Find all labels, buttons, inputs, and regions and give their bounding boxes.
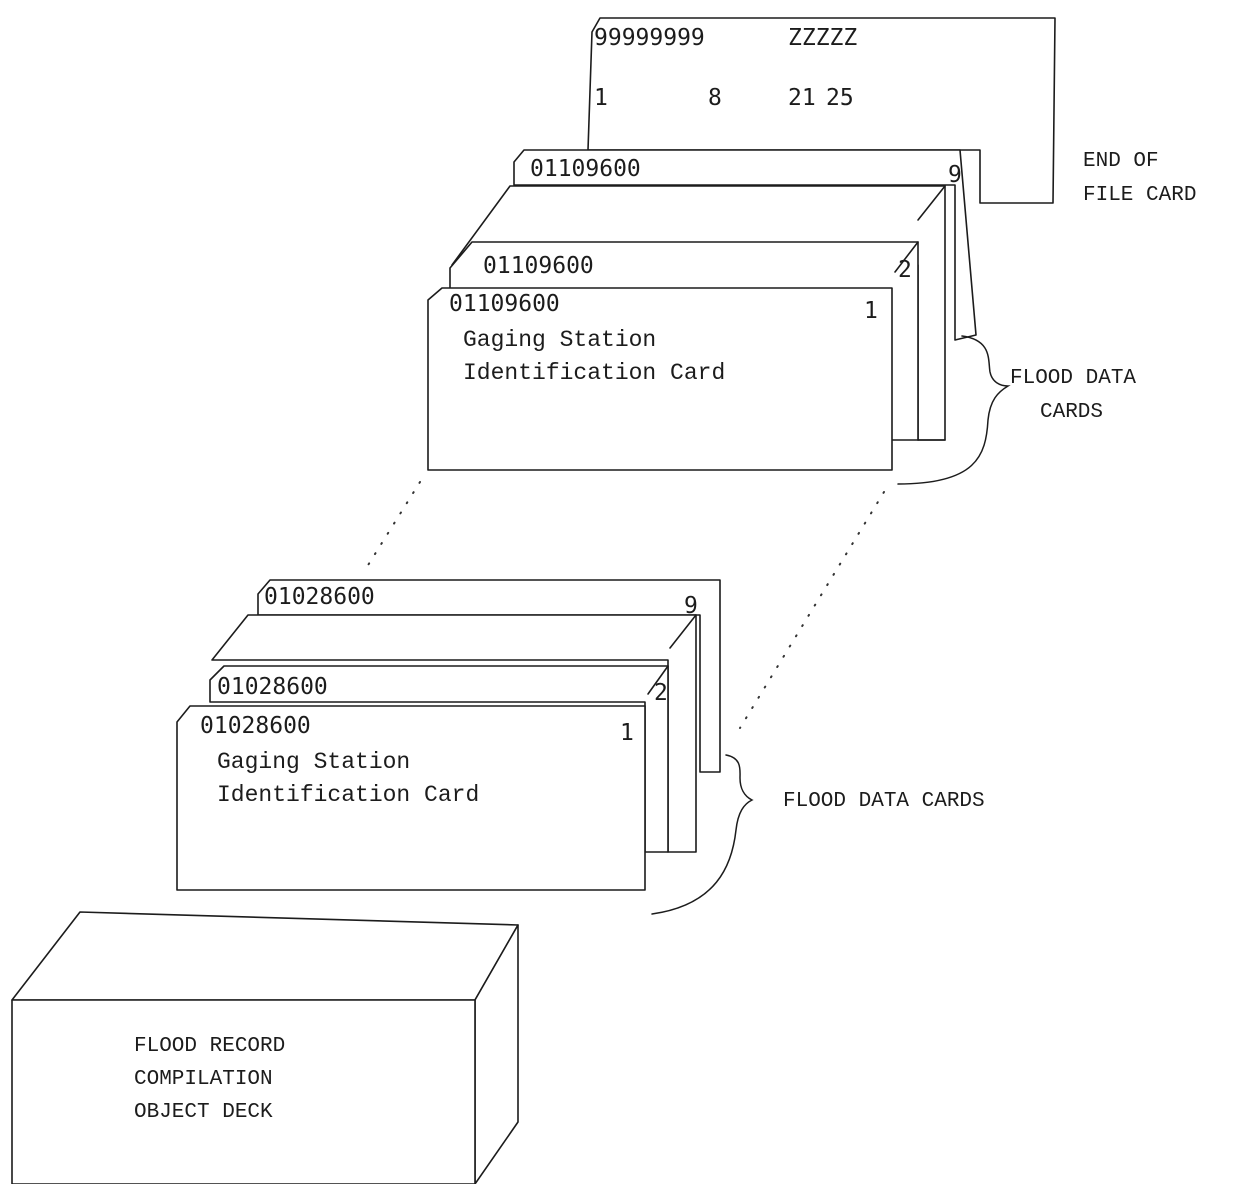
eof-column-marker: 8	[708, 85, 722, 111]
connector-dots-right	[740, 492, 884, 728]
object-deck-front-face	[12, 1000, 475, 1184]
lower-card-9-station-number: 01028600	[264, 584, 375, 610]
object-deck-label-line: FLOOD RECORD	[134, 1035, 285, 1058]
lower-card-2-station-number: 01028600	[217, 674, 328, 700]
upper-card-9-number: 9	[948, 162, 962, 188]
upper-card-1-station-number: 01109600	[449, 291, 560, 317]
lower-card-1-title-line: Gaging Station	[217, 749, 410, 775]
lower-card-1-station-number: 01028600	[200, 713, 311, 739]
upper-card-2-station-number: 01109600	[483, 253, 594, 279]
object-deck-top-face	[12, 912, 518, 1000]
object-deck-label-line: COMPILATION	[134, 1068, 273, 1091]
eof-column-marker: 1	[594, 85, 608, 111]
lower-card-2-number: 2	[654, 680, 668, 706]
upper-deck: 01109600 9 01109600 2 01109600 1 Gaging …	[428, 150, 976, 470]
object-deck-label-line: OBJECT DECK	[134, 1101, 273, 1124]
eof-value-nines: 99999999	[594, 25, 705, 51]
lower-card-1-title-line: Identification Card	[217, 782, 479, 808]
lower-flood-data-label: FLOOD DATA CARDS	[783, 790, 985, 813]
upper-flood-data-label-line: CARDS	[1040, 401, 1103, 424]
lower-card-1-number: 1	[620, 720, 634, 746]
eof-column-marker: 21	[788, 85, 816, 111]
connector-dots-left	[365, 482, 420, 570]
upper-card-1-number: 1	[864, 298, 878, 324]
object-deck: FLOOD RECORD COMPILATION OBJECT DECK	[12, 912, 518, 1184]
end-of-file-label-line: FILE CARD	[1083, 184, 1196, 207]
upper-flood-data-label-line: FLOOD DATA	[1010, 367, 1136, 390]
end-of-file-label-line: END OF	[1083, 150, 1159, 173]
upper-card-2-number: 2	[898, 257, 912, 283]
upper-card-1-title-line: Gaging Station	[463, 327, 656, 353]
upper-card-1-title-line: Identification Card	[463, 360, 725, 386]
eof-column-marker: 25	[826, 85, 854, 111]
eof-value-z: ZZZZZ	[788, 25, 857, 51]
upper-card-9-station-number: 01109600	[530, 156, 641, 182]
lower-deck: 01028600 9 01028600 2 01028600 1 Gaging …	[177, 580, 720, 890]
